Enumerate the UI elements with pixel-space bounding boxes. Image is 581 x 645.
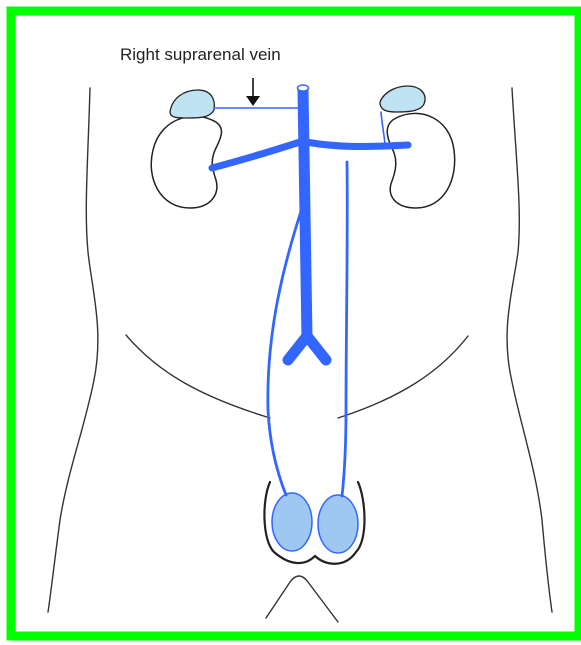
- vena-cava-opening: [298, 85, 309, 91]
- venous-system: [212, 85, 408, 496]
- left-common-iliac-vein: [307, 336, 326, 360]
- right-suprarenal-vein-label: Right suprarenal vein: [120, 45, 281, 64]
- left-suprarenal-gland: [380, 86, 425, 112]
- left-body-contour: [48, 88, 98, 612]
- left-inguinal-line: [126, 335, 270, 418]
- right-suprarenal-gland: [170, 90, 214, 118]
- inferior-vena-cava: [303, 90, 307, 338]
- right-kidney: [151, 116, 221, 208]
- left-testis: [318, 495, 358, 553]
- thigh-outline: [266, 576, 338, 622]
- left-kidney: [387, 113, 454, 208]
- left-testicular-vein: [342, 162, 347, 496]
- right-renal-vein: [212, 142, 300, 168]
- right-body-contour: [507, 88, 552, 612]
- label-arrowhead: [246, 96, 260, 106]
- left-renal-vein: [306, 142, 408, 147]
- right-testis: [272, 493, 312, 551]
- left-suprarenal-vein: [381, 112, 385, 144]
- right-inguinal-line: [338, 336, 468, 418]
